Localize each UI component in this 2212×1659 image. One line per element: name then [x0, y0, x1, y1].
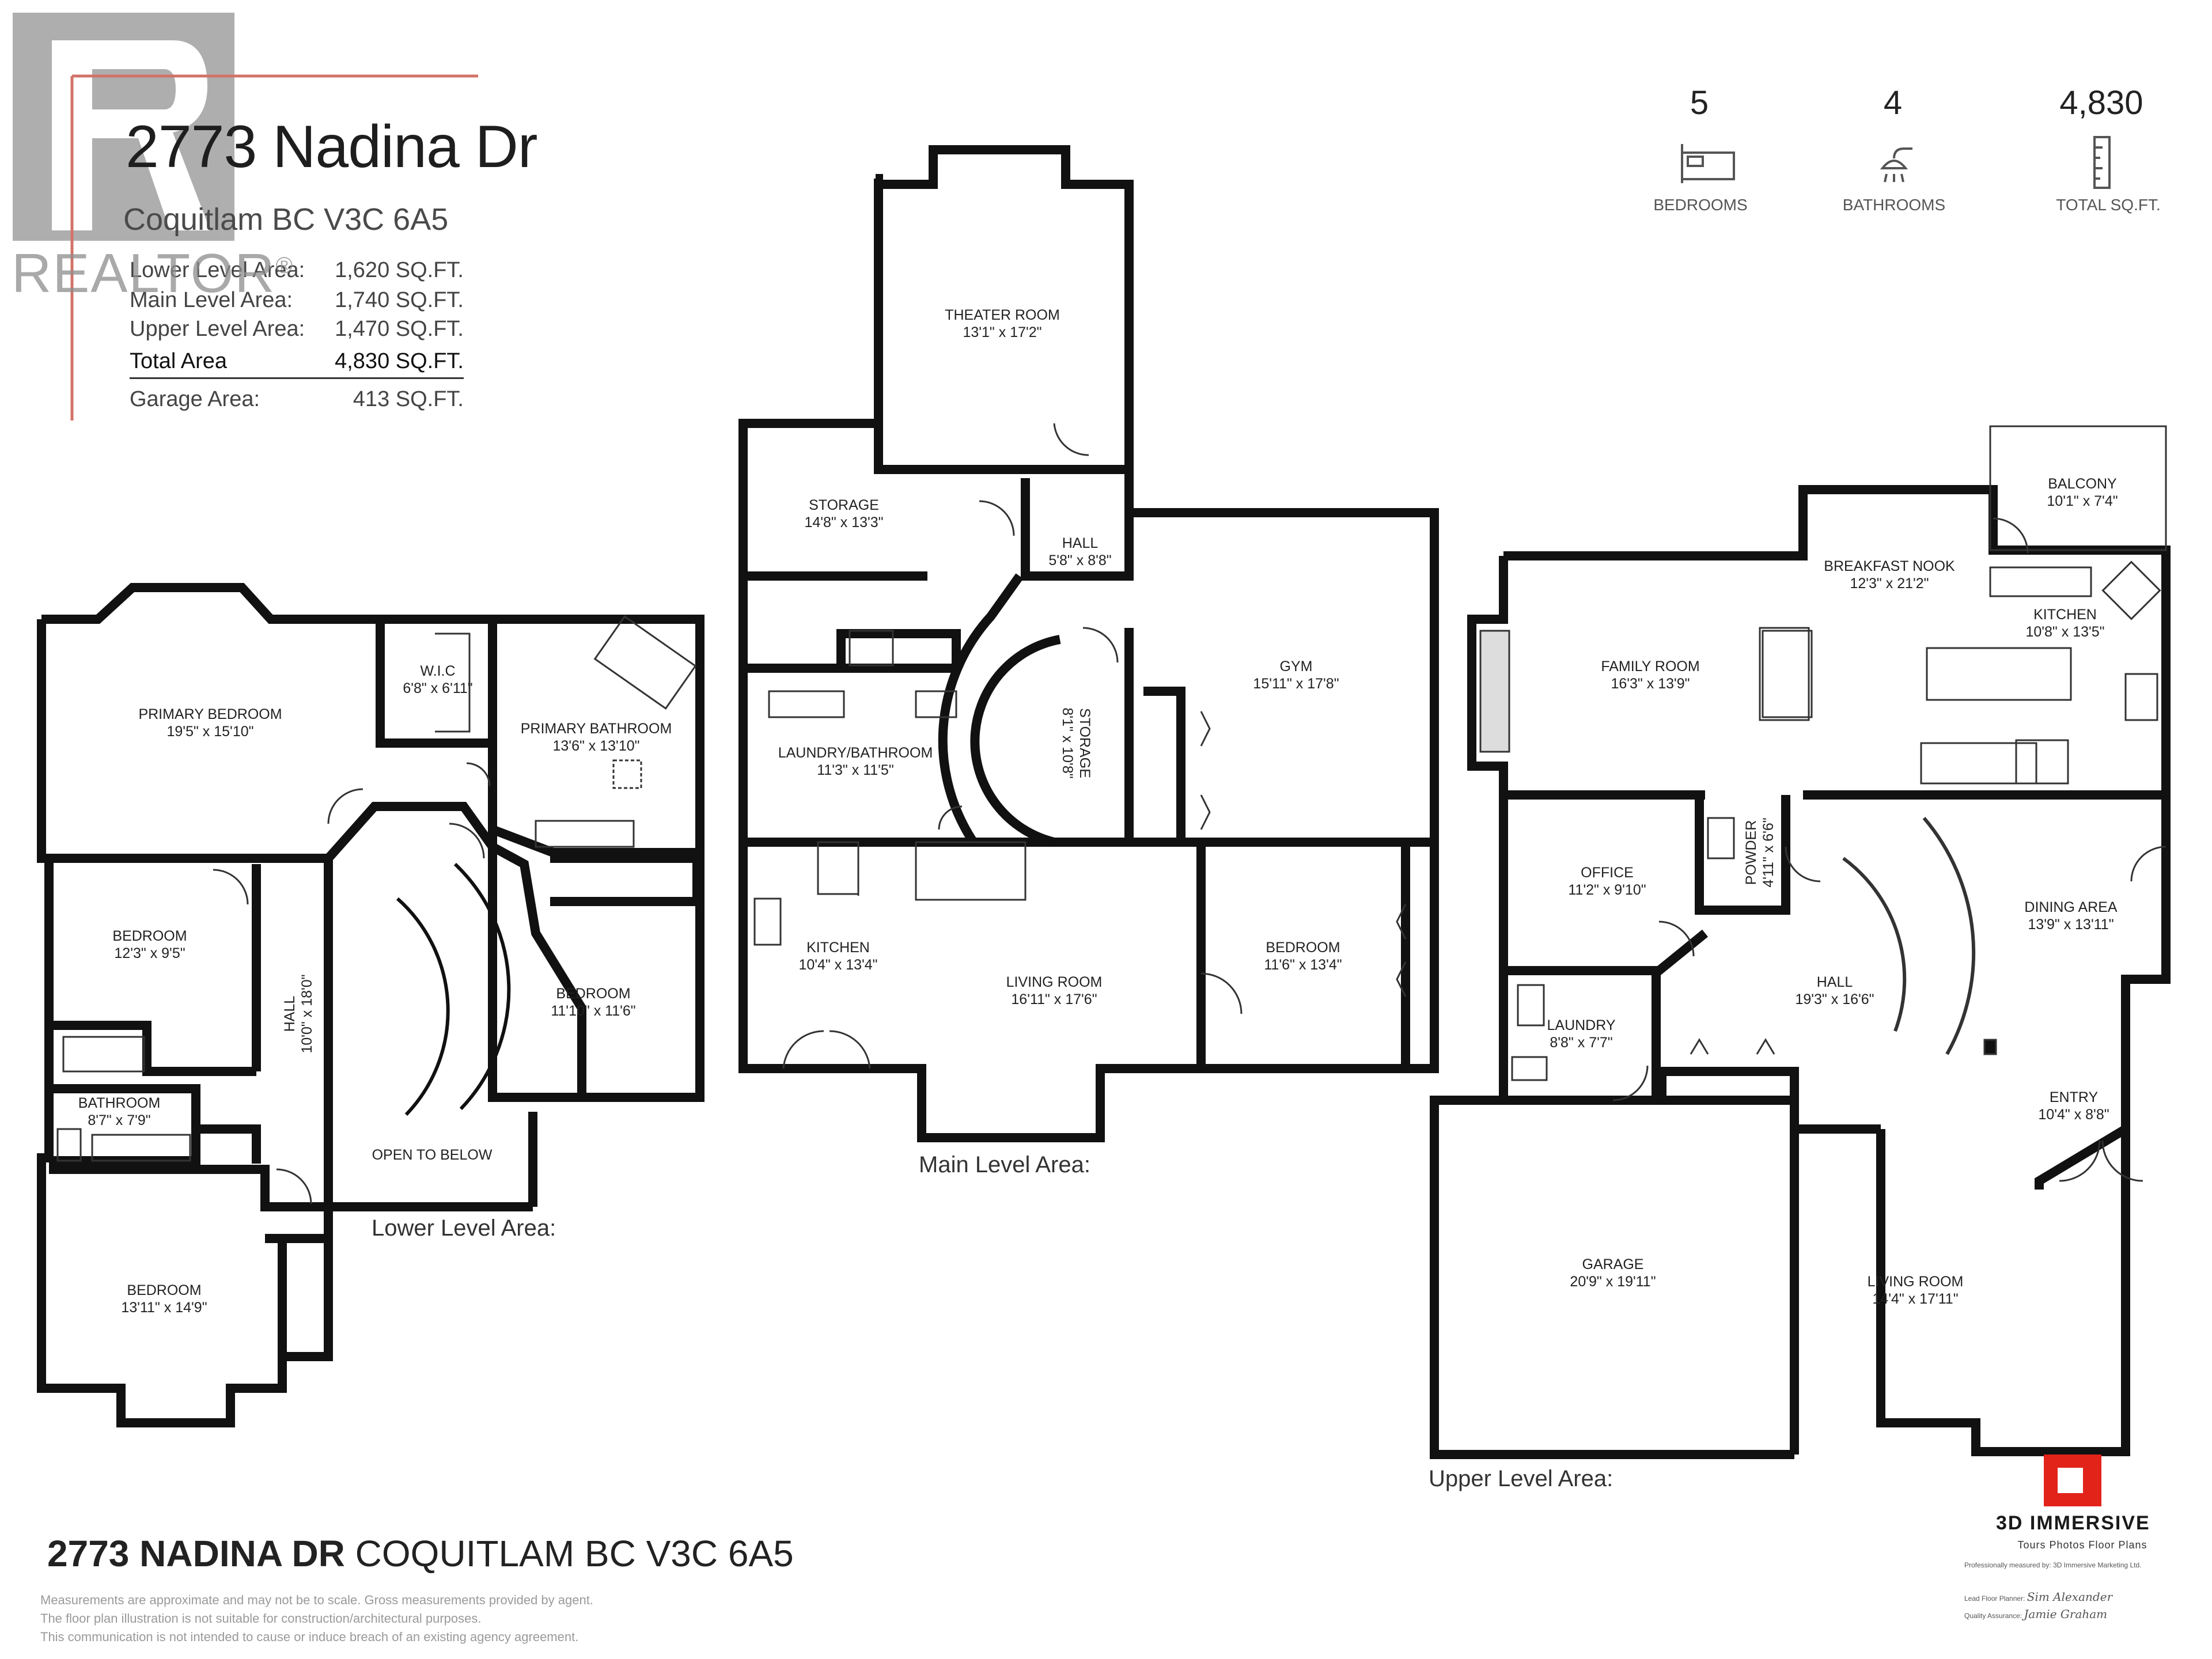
- stat-sqft-value: 4,830: [2059, 84, 2143, 122]
- level-label-main: Main Level Area:: [919, 1152, 1090, 1177]
- measured-by: Professionally measured by: 3D Immersive…: [1964, 1561, 2142, 1569]
- upper-level-fixtures: [1479, 425, 2167, 1182]
- main-level-plan: [738, 145, 1439, 1142]
- stat-bathrooms-value: 4: [1883, 84, 1903, 122]
- qa-credit: Quality Assurance: Jamie Graham: [1964, 1607, 2108, 1621]
- level-label-lower: Lower Level Area:: [372, 1215, 556, 1241]
- disclaimer-line: Measurements are approximate and may not…: [40, 1593, 593, 1607]
- stat-bathrooms-label: BATHROOMS: [1842, 196, 1946, 214]
- stat-bedrooms-value: 5: [1690, 84, 1709, 122]
- area-row-garage: Garage Area:413 SQ.FT.: [130, 387, 464, 411]
- area-row-lower: Lower Level Area:1,620 SQ.FT.: [130, 258, 464, 282]
- stat-bedrooms-label: BEDROOMS: [1653, 196, 1748, 214]
- planner-credit: Lead Floor Planner: Sim Alexander: [1964, 1590, 2113, 1604]
- 3d-immersive-logo: [2044, 1455, 2101, 1506]
- shower-icon: [1880, 147, 1912, 183]
- brand-tagline: Tours Photos Floor Plans: [2017, 1539, 2147, 1551]
- lower-level-plan: [37, 583, 704, 1427]
- property-address-title: 2773 Nadina Dr: [126, 113, 537, 180]
- ruler-icon: [2093, 136, 2111, 189]
- property-city-line: Coquitlam BC V3C 6A5: [123, 202, 449, 237]
- lower-level-fixtures: [56, 615, 697, 1205]
- disclaimer-line: The floor plan illustration is not suita…: [40, 1611, 482, 1626]
- area-row-main: Main Level Area:1,740 SQ.FT.: [130, 288, 464, 312]
- disclaimer-line: This communication is not intended to ca…: [40, 1630, 579, 1644]
- realtor-watermark-text: REALTOR®: [12, 243, 294, 304]
- footer-address: 2773 NADINA DR COQUITLAM BC V3C 6A5: [47, 1533, 794, 1574]
- bed-icon: [1681, 144, 1735, 183]
- stat-sqft-label: TOTAL SQ.FT.: [2056, 196, 2161, 214]
- level-label-upper: Upper Level Area:: [1429, 1466, 1613, 1491]
- main-level-fixtures: [753, 423, 1407, 1069]
- upper-level-plan: [1430, 485, 2171, 1459]
- room-label: OPEN TO BELOW: [372, 1147, 493, 1163]
- realtor-watermark-logo: [13, 13, 478, 421]
- brand-name: 3D IMMERSIVE: [1996, 1512, 2150, 1534]
- area-row-upper: Upper Level Area:1,470 SQ.FT.: [130, 317, 464, 341]
